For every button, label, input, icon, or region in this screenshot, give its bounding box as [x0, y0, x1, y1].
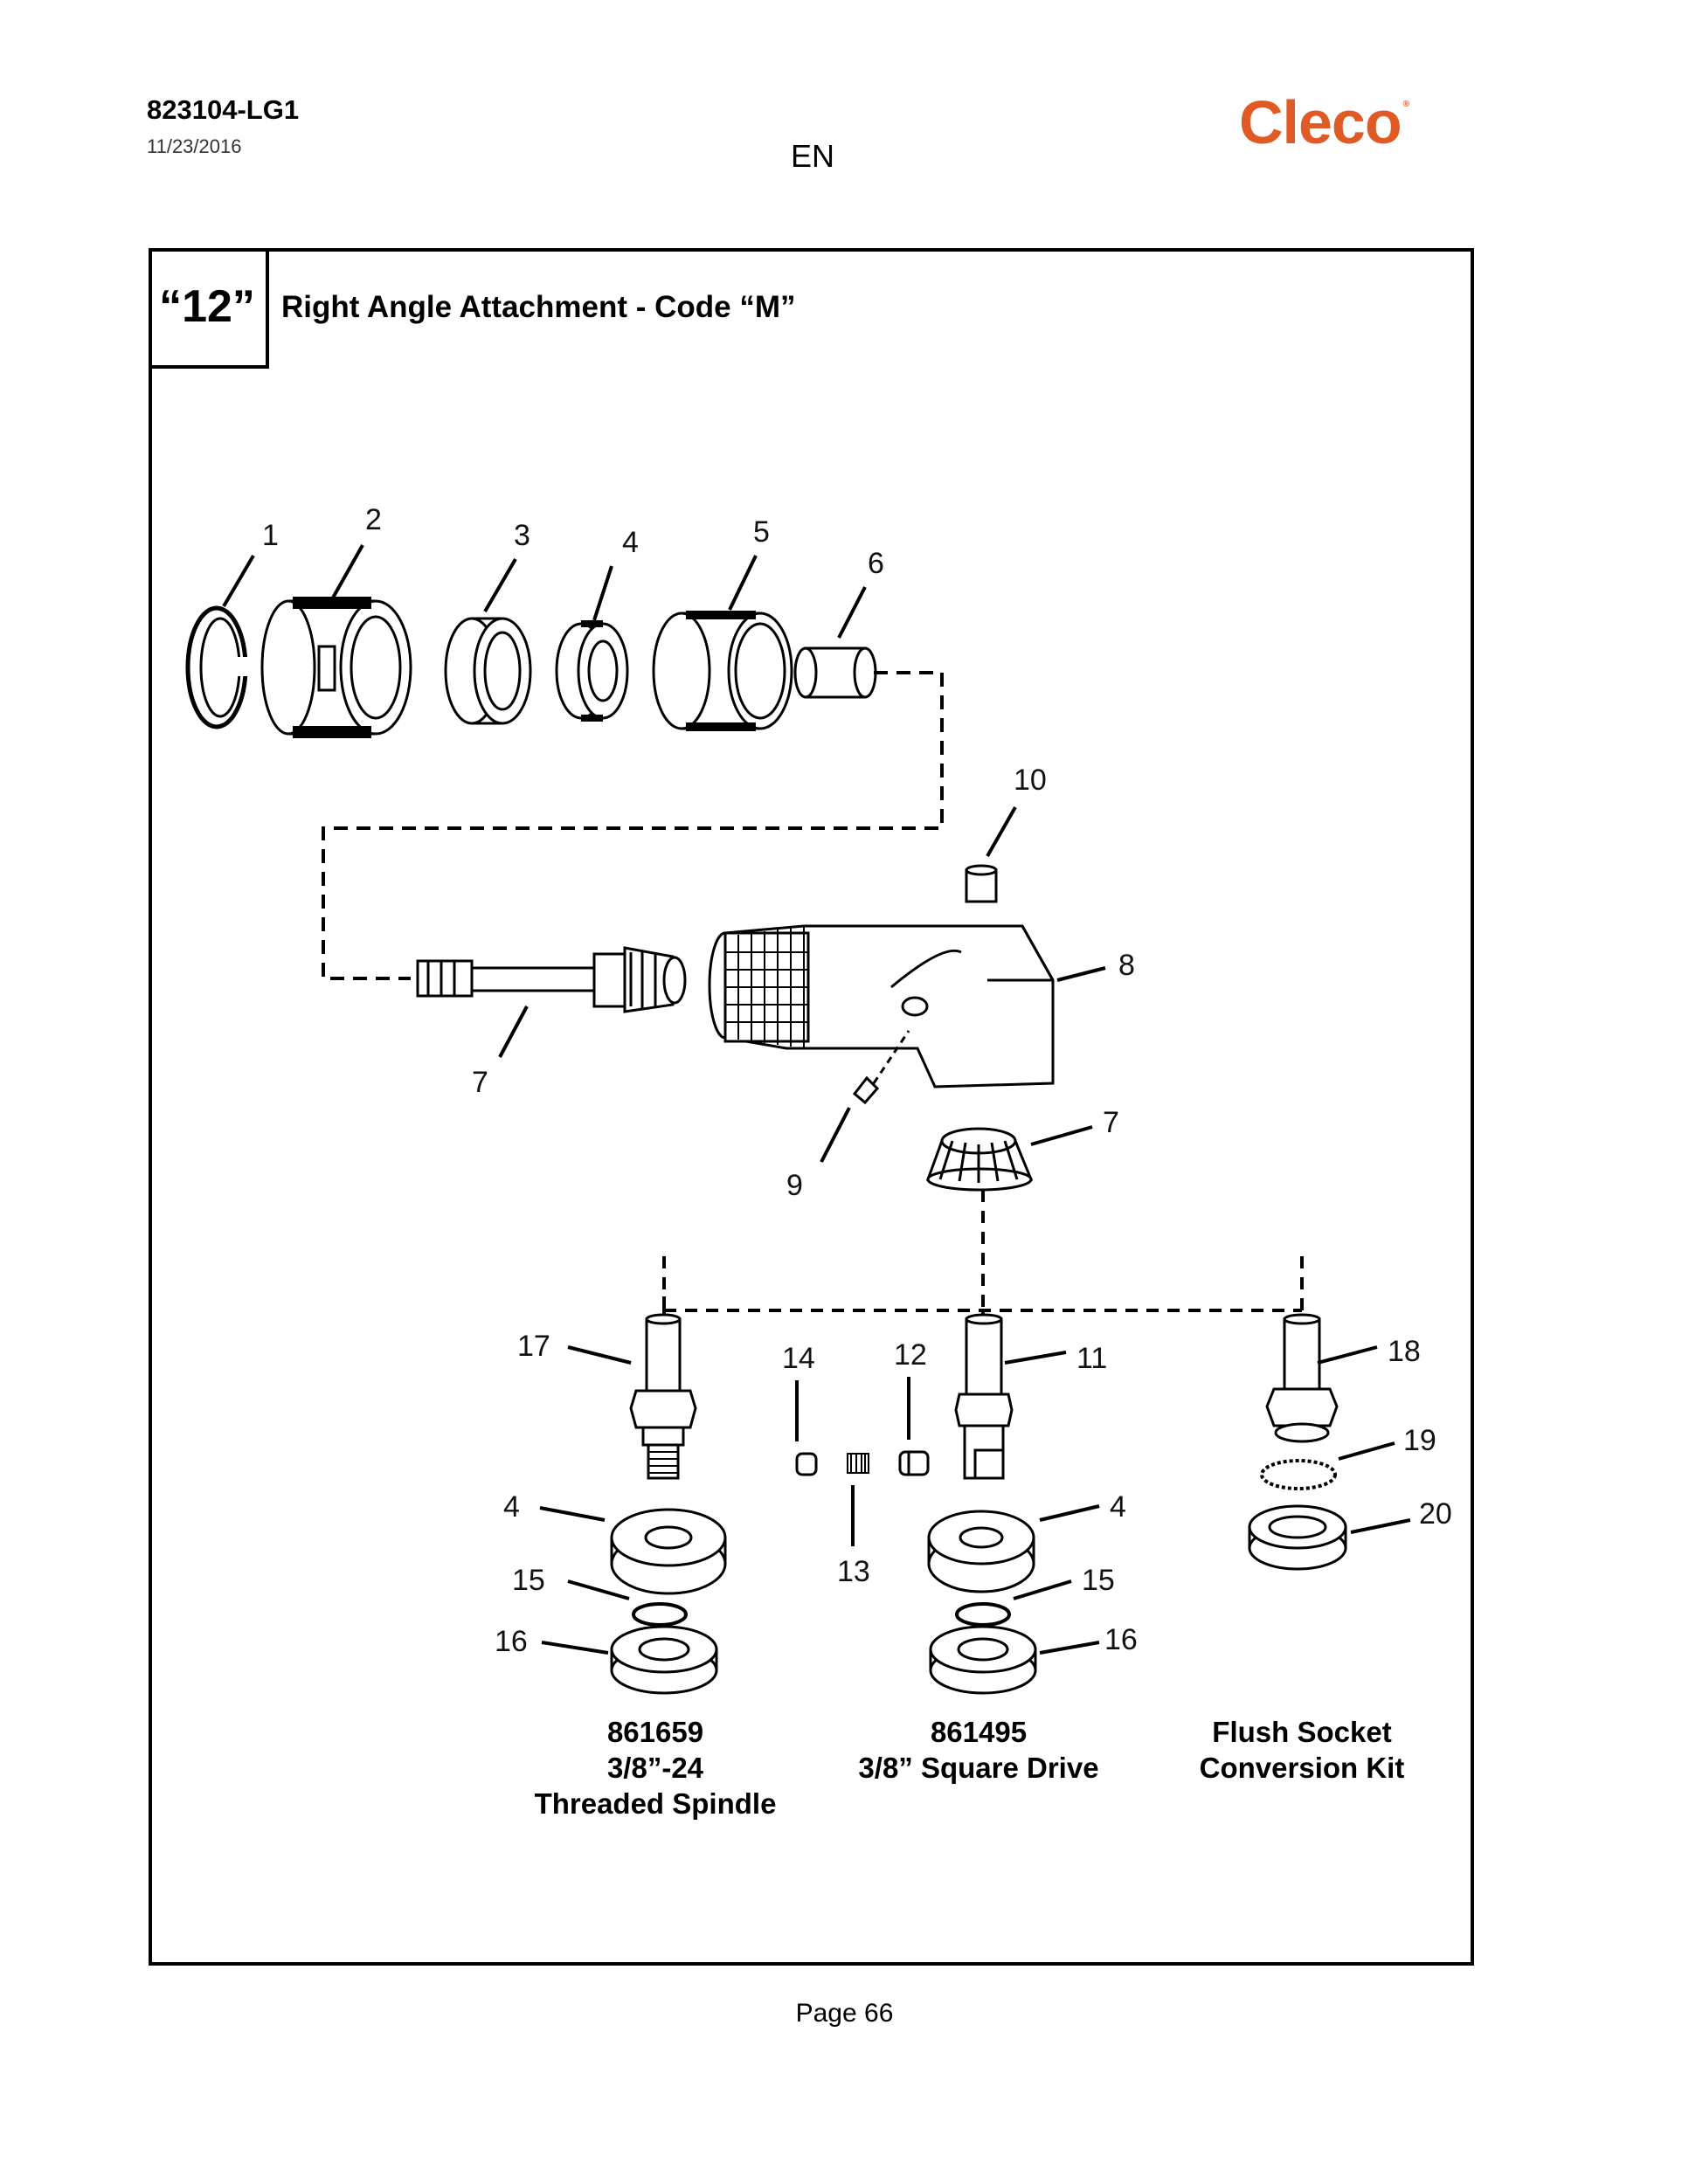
part-4-bearing-left — [610, 1508, 727, 1595]
section-title: Right Angle Attachment - Code “M” — [281, 290, 796, 324]
part-16-nut-left — [610, 1625, 718, 1695]
callout-9: 9 — [786, 1169, 803, 1202]
document-date: 11/23/2016 — [147, 135, 242, 157]
callout-12: 12 — [894, 1338, 927, 1372]
callout-15-right: 15 — [1082, 1564, 1115, 1597]
part-15-o-ring-right — [955, 1602, 1011, 1627]
callout-7-shaft: 7 — [472, 1066, 488, 1099]
callout-3: 3 — [514, 519, 530, 552]
callout-16-left: 16 — [495, 1625, 528, 1658]
part-4-bearing-right — [927, 1510, 1035, 1593]
callout-16-right: 16 — [1104, 1623, 1138, 1656]
callout-7-gear: 7 — [1103, 1106, 1119, 1139]
part-14-plug — [795, 1452, 818, 1476]
callout-4: 4 — [622, 526, 639, 559]
part-20-retaining-nut — [1248, 1504, 1347, 1571]
callout-leaders — [222, 544, 1411, 1655]
kit-caption-flush-socket: Flush Socket Conversion Kit — [1153, 1714, 1450, 1786]
callout-11: 11 — [1076, 1342, 1107, 1375]
part-17-threaded-spindle — [629, 1313, 697, 1480]
cleco-logo: Cleco® — [1239, 87, 1409, 157]
part-18-flush-socket-spindle — [1265, 1313, 1339, 1443]
part-3-bearing-cup — [444, 617, 532, 725]
kit-caption-threaded: 861659 3/8”-24 Threaded Spindle — [507, 1714, 804, 1821]
part-11-square-drive — [954, 1313, 1014, 1480]
callout-10: 10 — [1014, 764, 1047, 797]
callout-15-left: 15 — [512, 1564, 545, 1597]
part-9-set-screw — [852, 1030, 910, 1105]
part-13-spring — [847, 1453, 869, 1474]
kit-description-line: Flush Socket — [1212, 1716, 1392, 1748]
kit-branch-lines — [662, 1190, 1302, 1319]
part-7-pinion-shaft — [416, 946, 687, 1013]
callout-8: 8 — [1118, 949, 1135, 982]
callout-18: 18 — [1388, 1335, 1421, 1368]
callout-5: 5 — [753, 515, 770, 549]
kit-description-line: Threaded Spindle — [534, 1787, 777, 1820]
callout-13: 13 — [837, 1555, 870, 1588]
part-6-bushing — [793, 646, 877, 699]
kit-part-number: 861659 — [606, 1716, 704, 1748]
callout-numbers: 1 2 3 4 5 6 10 8 7 9 7 17 14 12 11 18 4 … — [262, 503, 1452, 1658]
part-4-bearing-upper — [555, 620, 629, 722]
part-19-ball-ring — [1260, 1459, 1337, 1490]
language-code: EN — [791, 138, 835, 174]
callout-6: 6 — [868, 547, 884, 580]
part-12-detent-pin — [898, 1450, 930, 1476]
section-number: “12” — [149, 248, 269, 369]
document-id: 823104-LG1 — [147, 94, 300, 125]
part-7-bevel-gear — [925, 1127, 1034, 1192]
kit-description-line: 3/8” Square Drive — [858, 1752, 1099, 1784]
callout-4-right: 4 — [1110, 1490, 1126, 1524]
kit-description-line: Conversion Kit — [1199, 1752, 1405, 1784]
part-8-angle-head — [708, 924, 1055, 1089]
callout-20: 20 — [1419, 1497, 1452, 1531]
callout-2: 2 — [365, 503, 382, 536]
assembly-path-line — [322, 671, 944, 980]
callout-1: 1 — [262, 519, 279, 552]
kit-caption-square-drive: 861495 3/8” Square Drive — [821, 1714, 1136, 1786]
callout-4-left: 4 — [503, 1490, 520, 1524]
callout-19: 19 — [1403, 1424, 1436, 1457]
part-15-o-ring-left — [632, 1602, 688, 1627]
page-number: Page 66 — [795, 1999, 894, 2028]
kit-part-number: 861495 — [930, 1716, 1028, 1748]
part-5-sleeve — [652, 611, 793, 731]
part-10-bushing — [965, 864, 998, 903]
registered-mark-icon: ® — [1402, 100, 1409, 109]
part-2-housing-sleeve — [260, 597, 412, 738]
kit-description-line: 3/8”-24 — [606, 1752, 704, 1784]
brand-name: Cleco — [1239, 88, 1402, 156]
callout-14: 14 — [782, 1342, 815, 1375]
diagram-frame — [149, 248, 1474, 1966]
callout-17: 17 — [517, 1330, 550, 1363]
part-16-nut-right — [929, 1625, 1037, 1695]
part-1-retaining-ring — [185, 605, 250, 729]
